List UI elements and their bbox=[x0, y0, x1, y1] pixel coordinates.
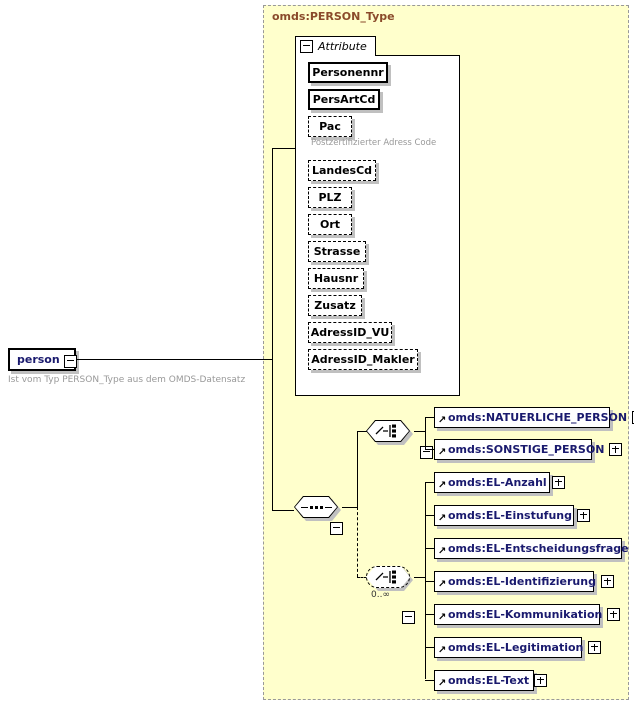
element-person[interactable]: person bbox=[8, 348, 76, 371]
connector-branch bbox=[425, 548, 434, 549]
element-ref-expand-icon[interactable] bbox=[607, 608, 621, 621]
attribute-label: PersArtCd bbox=[312, 93, 376, 106]
connector-branch bbox=[425, 581, 434, 582]
element-ref-label: omds:EL-Text bbox=[448, 674, 530, 687]
element-ref-expand-icon[interactable] bbox=[588, 641, 602, 654]
element-person-label: person bbox=[17, 353, 60, 366]
connector-choice-el-out bbox=[414, 577, 426, 578]
connector-branch bbox=[425, 515, 434, 516]
choice-person-collapse-icon[interactable] bbox=[420, 446, 434, 459]
attribute-label: Pac bbox=[319, 120, 341, 133]
choice-el-cardinality: 0..∞ bbox=[371, 590, 390, 600]
element-ref-expand-icon[interactable] bbox=[534, 674, 548, 687]
connector-to-sequence bbox=[272, 510, 294, 511]
element-ref-expand-icon[interactable] bbox=[600, 575, 614, 588]
attribute-zusatz[interactable]: Zusatz bbox=[308, 295, 362, 316]
element-ref-label: omds:EL-Kommunikation bbox=[448, 608, 603, 621]
attribute-strasse[interactable]: Strasse bbox=[308, 241, 366, 262]
sequence-dots-icon bbox=[300, 505, 332, 509]
element-ref-expand-icon[interactable] bbox=[551, 476, 565, 489]
connector-choice-person-bus bbox=[425, 417, 426, 449]
connector-branch-son bbox=[425, 449, 434, 450]
attribute-plz[interactable]: PLZ bbox=[308, 187, 352, 208]
connector-sequence-up bbox=[357, 431, 358, 508]
connector-branch bbox=[425, 680, 434, 681]
element-person-collapse-icon[interactable] bbox=[64, 355, 77, 368]
connector-to-choice-el-dashed bbox=[357, 577, 367, 578]
attribute-personennr[interactable]: Personennr bbox=[308, 62, 388, 83]
connector-branch bbox=[425, 482, 434, 483]
attribute-tab[interactable]: Attribute bbox=[295, 36, 376, 56]
attribute-pac[interactable]: Pac bbox=[308, 116, 352, 137]
choice-fork-icon bbox=[375, 570, 396, 584]
attribute-label: Zusatz bbox=[314, 299, 356, 312]
attribute-label: AdressID_Makler bbox=[311, 353, 415, 366]
element-ref-label: omds:EL-Legitimation bbox=[448, 641, 584, 654]
attribute-tab-label: Attribute bbox=[318, 40, 367, 53]
element-ref-label: omds:EL-Entscheidungsfrage bbox=[448, 542, 629, 555]
attribute-collapse-icon[interactable] bbox=[300, 40, 313, 53]
connector-branch bbox=[425, 647, 434, 648]
connector-choice-el-bus bbox=[425, 482, 426, 679]
element-ref-label: omds:SONSTIGE_PERSON bbox=[448, 443, 605, 456]
attribute-label: Strasse bbox=[313, 245, 361, 258]
element-ref-omds-el-legitimation[interactable]: omds:EL-Legitimation bbox=[434, 637, 602, 658]
connector-choice-person-out bbox=[414, 431, 426, 432]
element-ref-omds-el-entscheidungsfrage[interactable]: omds:EL-Entscheidungsfrage bbox=[434, 538, 634, 559]
attribute-label: AdressID_VU bbox=[310, 326, 390, 339]
element-ref-expand-icon[interactable] bbox=[609, 443, 623, 456]
element-person-annotation: Ist vom Typ PERSON_Type aus dem OMDS-Dat… bbox=[8, 375, 246, 385]
choice-person-glyph-area bbox=[367, 421, 409, 441]
complex-type-title: omds:PERSON_Type bbox=[272, 10, 395, 23]
choice-el-collapse-icon[interactable] bbox=[402, 611, 415, 624]
element-ref-label: omds:EL-Anzahl bbox=[448, 476, 547, 489]
attribute-label: Hausnr bbox=[313, 272, 359, 285]
attribute-label: LandesCd bbox=[311, 164, 373, 177]
connector-person-trunk bbox=[76, 359, 272, 360]
connector-vertical-spine bbox=[272, 148, 273, 511]
attribute-annotation: Postzertifizierter Adress Code bbox=[311, 138, 437, 148]
attribute-adressid-vu[interactable]: AdressID_VU bbox=[308, 322, 392, 343]
choice-el-outline-dashed bbox=[366, 566, 410, 588]
attribute-hausnr[interactable]: Hausnr bbox=[308, 268, 364, 289]
attribute-label: PLZ bbox=[318, 191, 342, 204]
attribute-label: Personennr bbox=[312, 66, 384, 79]
connector-to-choice-person bbox=[357, 431, 367, 432]
sequence-node-glyph-area bbox=[295, 497, 337, 517]
attribute-persartcd[interactable]: PersArtCd bbox=[308, 89, 380, 110]
element-ref-expand-icon[interactable] bbox=[632, 411, 634, 424]
connector-sequence-out bbox=[342, 507, 358, 508]
element-ref-omds-sonstige-person[interactable]: omds:SONSTIGE_PERSON bbox=[434, 439, 623, 460]
sequence-collapse-icon[interactable] bbox=[330, 522, 343, 535]
choice-el-glyph-area bbox=[367, 567, 409, 587]
element-ref-omds-el-anzahl[interactable]: omds:EL-Anzahl bbox=[434, 472, 565, 493]
element-ref-omds-el-text[interactable]: omds:EL-Text bbox=[434, 670, 548, 691]
attribute-label: Ort bbox=[319, 218, 341, 231]
connector-branch bbox=[425, 614, 434, 615]
element-ref-label: omds:EL-Einstufung bbox=[448, 509, 573, 522]
element-ref-omds-el-einstufung[interactable]: omds:EL-Einstufung bbox=[434, 505, 591, 526]
choice-fork-icon bbox=[375, 424, 396, 438]
element-ref-expand-icon[interactable] bbox=[577, 509, 591, 522]
connector-sequence-down-dashed bbox=[357, 507, 358, 577]
attribute-landescd[interactable]: LandesCd bbox=[308, 160, 376, 181]
connector-branch-nat bbox=[425, 417, 434, 418]
connector-to-attribute-panel bbox=[272, 148, 296, 149]
element-ref-omds-natuerliche-person[interactable]: omds:NATUERLICHE_PERSON bbox=[434, 407, 634, 428]
element-ref-omds-el-identifizierung[interactable]: omds:EL-Identifizierung bbox=[434, 571, 614, 592]
element-ref-label: omds:NATUERLICHE_PERSON bbox=[448, 411, 628, 424]
attribute-ort[interactable]: Ort bbox=[308, 214, 352, 235]
element-ref-label: omds:EL-Identifizierung bbox=[448, 575, 596, 588]
element-ref-omds-el-kommunikation[interactable]: omds:EL-Kommunikation bbox=[434, 604, 621, 625]
attribute-adressid-makler[interactable]: AdressID_Makler bbox=[308, 349, 418, 370]
